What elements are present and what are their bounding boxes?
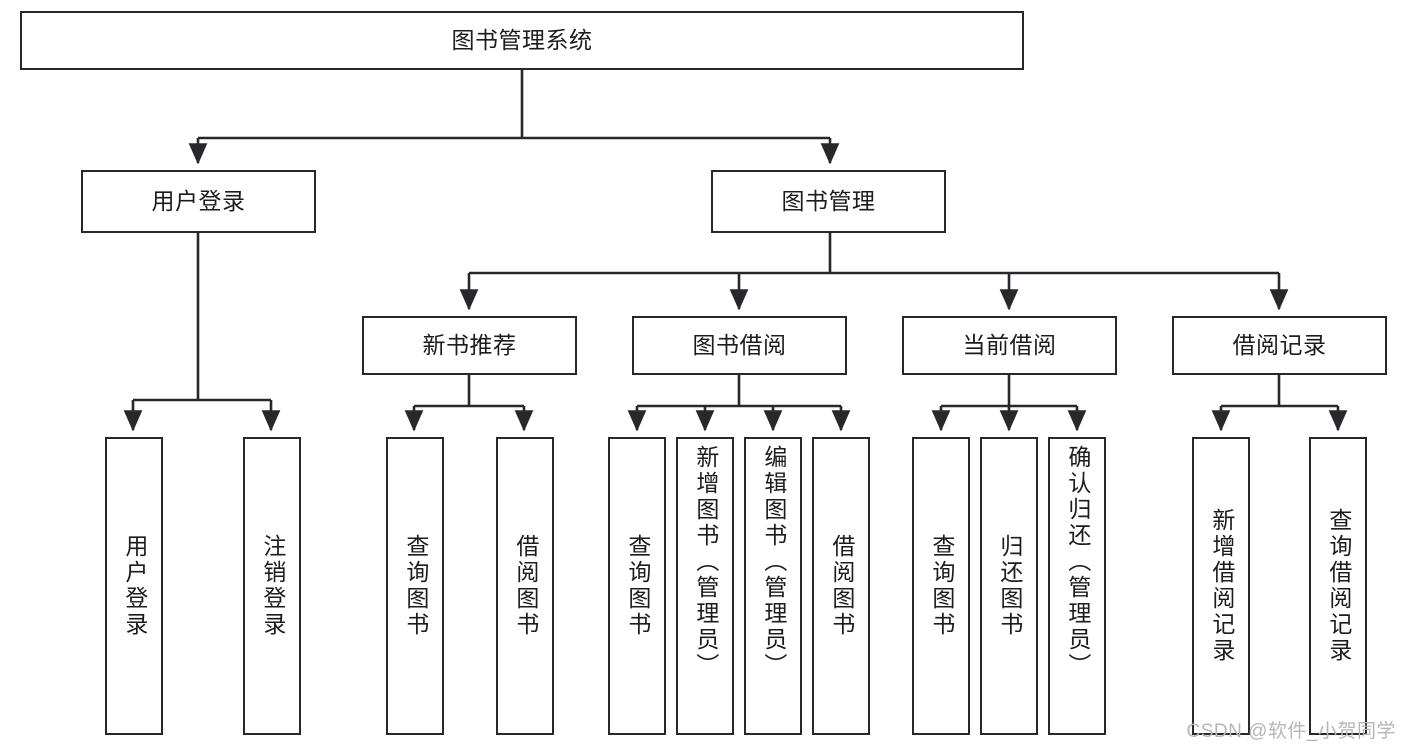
leaf-record-add-record[interactable]: 新增借阅记录 bbox=[1192, 437, 1250, 735]
node-label: 用户登录 bbox=[121, 534, 148, 638]
node-user-login[interactable]: 用户登录 bbox=[81, 170, 316, 233]
node-new-book-recommend[interactable]: 新书推荐 bbox=[362, 316, 577, 375]
node-label: 用户登录 bbox=[151, 187, 246, 214]
node-label: 查询图书 bbox=[928, 534, 955, 638]
node-label: 归还图书 bbox=[996, 534, 1023, 638]
leaf-user-login-login[interactable]: 用户登录 bbox=[105, 437, 163, 735]
node-book-management[interactable]: 图书管理 bbox=[711, 170, 946, 233]
node-label: 确认归还（管理员） bbox=[1064, 445, 1091, 679]
node-label: 新增借阅记录 bbox=[1208, 508, 1235, 664]
node-root-system[interactable]: 图书管理系统 bbox=[20, 11, 1024, 70]
node-label: 图书管理系统 bbox=[451, 26, 593, 53]
leaf-current-confirm-return-admin[interactable]: 确认归还（管理员） bbox=[1048, 437, 1106, 735]
node-label: 借阅图书 bbox=[512, 534, 539, 638]
leaf-current-query-book[interactable]: 查询图书 bbox=[912, 437, 970, 735]
node-current-borrow[interactable]: 当前借阅 bbox=[902, 316, 1117, 375]
node-label: 新书推荐 bbox=[422, 331, 517, 358]
node-label: 图书管理 bbox=[781, 187, 876, 214]
node-label: 查询借阅记录 bbox=[1325, 508, 1352, 664]
node-label: 当前借阅 bbox=[962, 331, 1057, 358]
leaf-borrow-add-book-admin[interactable]: 新增图书（管理员） bbox=[676, 437, 734, 735]
leaf-new-book-borrow[interactable]: 借阅图书 bbox=[496, 437, 554, 735]
node-label: 借阅记录 bbox=[1232, 331, 1327, 358]
leaf-user-login-logout[interactable]: 注销登录 bbox=[243, 437, 301, 735]
node-label: 注销登录 bbox=[259, 534, 286, 638]
node-label: 查询图书 bbox=[624, 534, 651, 638]
node-label: 借阅图书 bbox=[828, 534, 855, 638]
leaf-new-book-query[interactable]: 查询图书 bbox=[386, 437, 444, 735]
leaf-borrow-borrow-book[interactable]: 借阅图书 bbox=[812, 437, 870, 735]
leaf-current-return-book[interactable]: 归还图书 bbox=[980, 437, 1038, 735]
node-label: 编辑图书（管理员） bbox=[760, 445, 787, 679]
node-label: 查询图书 bbox=[402, 534, 429, 638]
node-book-borrow[interactable]: 图书借阅 bbox=[632, 316, 847, 375]
leaf-record-query-record[interactable]: 查询借阅记录 bbox=[1309, 437, 1367, 735]
node-borrow-record[interactable]: 借阅记录 bbox=[1172, 316, 1387, 375]
node-label: 新增图书（管理员） bbox=[692, 445, 719, 679]
node-label: 图书借阅 bbox=[692, 331, 787, 358]
leaf-borrow-query-book[interactable]: 查询图书 bbox=[608, 437, 666, 735]
csdn-watermark: CSDN @软件_小贺同学 bbox=[1186, 721, 1396, 742]
leaf-borrow-edit-book-admin[interactable]: 编辑图书（管理员） bbox=[744, 437, 802, 735]
